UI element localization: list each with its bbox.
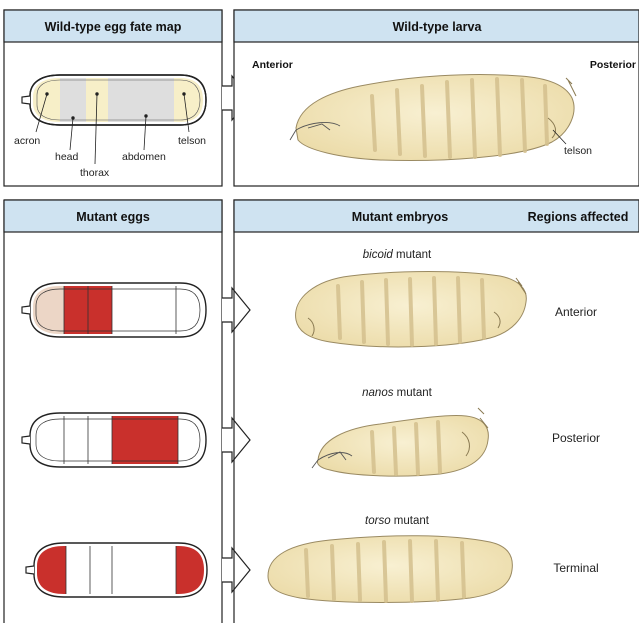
- panel-wt-egg: Wild-type egg fate map acron: [4, 10, 222, 186]
- nanos-gene-name: nanos: [362, 387, 394, 399]
- panel-title-wt-larva: Wild-type larva: [393, 20, 483, 34]
- label-larva-telson: telson: [564, 145, 592, 157]
- label-anterior: Anterior: [252, 59, 293, 71]
- bicoid-suffix: mutant: [393, 249, 432, 261]
- arrow-bicoid: [222, 288, 250, 332]
- label-telson: telson: [178, 135, 206, 147]
- nanos-region: Posterior: [552, 431, 600, 445]
- nanos-suffix: mutant: [393, 387, 432, 399]
- panel-title-wt-egg: Wild-type egg fate map: [45, 20, 182, 34]
- torso-gene-name: torso: [365, 515, 391, 527]
- torso-mutant-title: torso mutant: [365, 515, 430, 527]
- nanos-embryo: [312, 408, 488, 476]
- label-head: head: [55, 151, 79, 163]
- label-acron: acron: [14, 135, 40, 147]
- panel-mutant-eggs: Mutant eggs: [4, 200, 222, 623]
- bicoid-gene-name: bicoid: [363, 249, 394, 261]
- label-posterior: Posterior: [590, 59, 636, 71]
- arrow-nanos: [222, 418, 250, 462]
- panel-wt-larva: Wild-type larva Anterior Posterior: [234, 10, 639, 186]
- torso-egg: [26, 543, 208, 597]
- abdomen-region: [108, 75, 174, 125]
- label-abdomen: abdomen: [122, 151, 166, 163]
- nanos-mutant-title: nanos mutant: [362, 387, 433, 399]
- panel-title-mutant-embryos: Mutant embryos: [352, 210, 449, 224]
- torso-embryo: [268, 536, 512, 603]
- torso-suffix: mutant: [391, 515, 430, 527]
- panel-mutant-embryos: Mutant embryos Regions affected bicoid m…: [234, 200, 639, 623]
- bicoid-region: Anterior: [555, 305, 597, 319]
- bicoid-egg: [22, 283, 206, 337]
- panel-title-regions-affected: Regions affected: [528, 210, 629, 224]
- torso-region: Terminal: [553, 561, 598, 575]
- nanos-egg: [22, 413, 206, 467]
- wt-egg: [22, 75, 206, 125]
- label-thorax: thorax: [80, 167, 110, 179]
- arrow-torso: [222, 548, 250, 592]
- bicoid-mutant-title: bicoid mutant: [363, 249, 432, 261]
- panel-title-mutant-eggs: Mutant eggs: [76, 210, 150, 224]
- bicoid-embryo: [296, 272, 527, 347]
